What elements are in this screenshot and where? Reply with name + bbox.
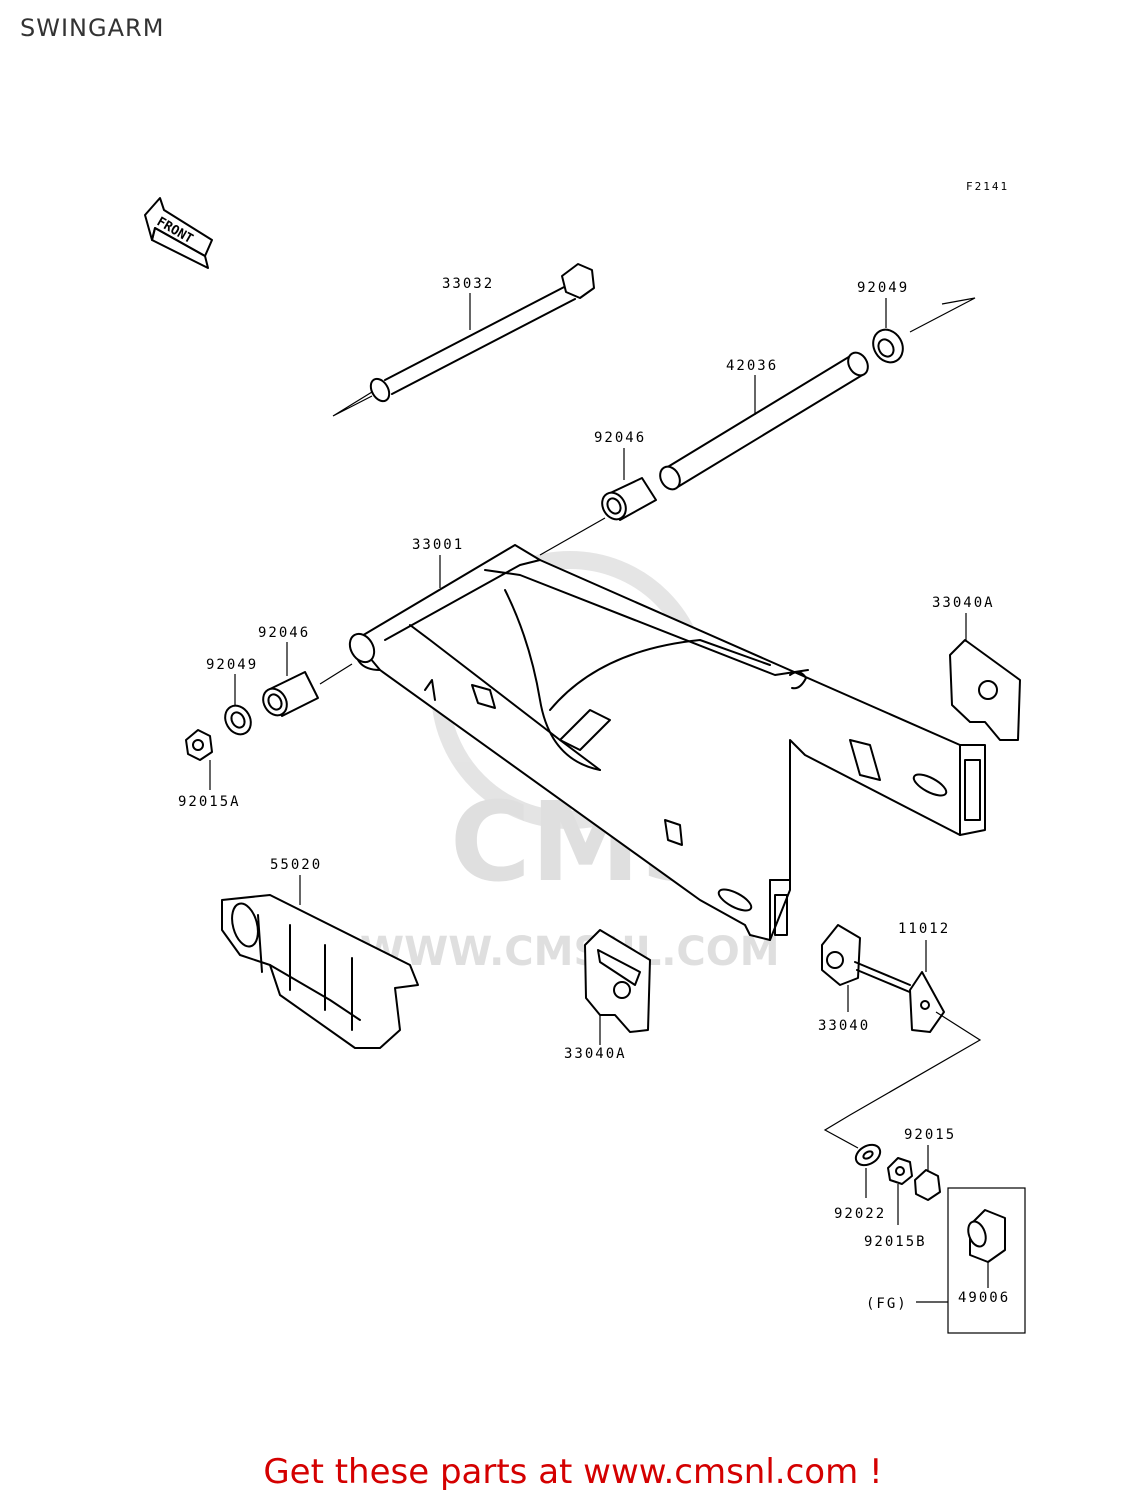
washer-92022 (854, 1143, 882, 1198)
label-92049-top: 92049 (857, 280, 909, 296)
cap-49006-box (916, 1187, 1026, 1334)
label-33040A-right: 33040A (932, 595, 995, 611)
adjuster-plate-33040A-right (949, 613, 1021, 741)
label-92015B: 92015B (864, 1234, 927, 1250)
sleeve-42036 (659, 351, 869, 491)
nut-92015 (914, 1145, 941, 1201)
label-33001: 33001 (412, 537, 464, 553)
watermark-site: WWW.CMSNL.COM (360, 929, 780, 975)
plate-11012 (909, 940, 945, 1033)
swingarm-diagram: CMS WWW.CMSNL.COM F2141 FRONT 33032 9204… (144, 180, 1026, 1334)
footer-link[interactable]: Get these parts at www.cmsnl.com ! (263, 1452, 883, 1492)
label-fg: (FG) (866, 1296, 908, 1312)
label-42036: 42036 (726, 358, 778, 374)
label-92049-left: 92049 (206, 657, 258, 673)
label-92015: 92015 (904, 1127, 956, 1143)
label-33040A-bottom: 33040A (564, 1046, 627, 1062)
nut-92015A (185, 729, 213, 790)
seal-92049-left (224, 674, 252, 736)
label-92046-left: 92046 (258, 625, 310, 641)
page-title: SWINGARM (20, 14, 165, 42)
label-92022: 92022 (834, 1206, 886, 1222)
front-arrow-icon: FRONT (144, 197, 213, 269)
label-49006: 49006 (958, 1290, 1010, 1306)
pivot-bolt-33032 (332, 263, 595, 417)
seal-92049-top (872, 297, 976, 364)
chain-guide-55020 (221, 875, 419, 1049)
figure-code: F2141 (966, 180, 1009, 193)
label-92015A: 92015A (178, 794, 241, 810)
swingarm-33001 (348, 544, 986, 941)
label-55020: 55020 (270, 857, 322, 873)
nut-92015B (887, 1157, 913, 1225)
bearing-92046-left (262, 642, 353, 717)
label-92046-top: 92046 (594, 430, 646, 446)
label-11012: 11012 (898, 921, 950, 937)
leader-bracket (823, 1011, 982, 1149)
adjuster-plate-33040A-bottom (584, 929, 651, 1045)
chain-adjuster-33040 (821, 924, 913, 1012)
bearing-92046-top (539, 448, 657, 556)
label-33040: 33040 (818, 1018, 870, 1034)
label-33032: 33032 (442, 276, 494, 292)
